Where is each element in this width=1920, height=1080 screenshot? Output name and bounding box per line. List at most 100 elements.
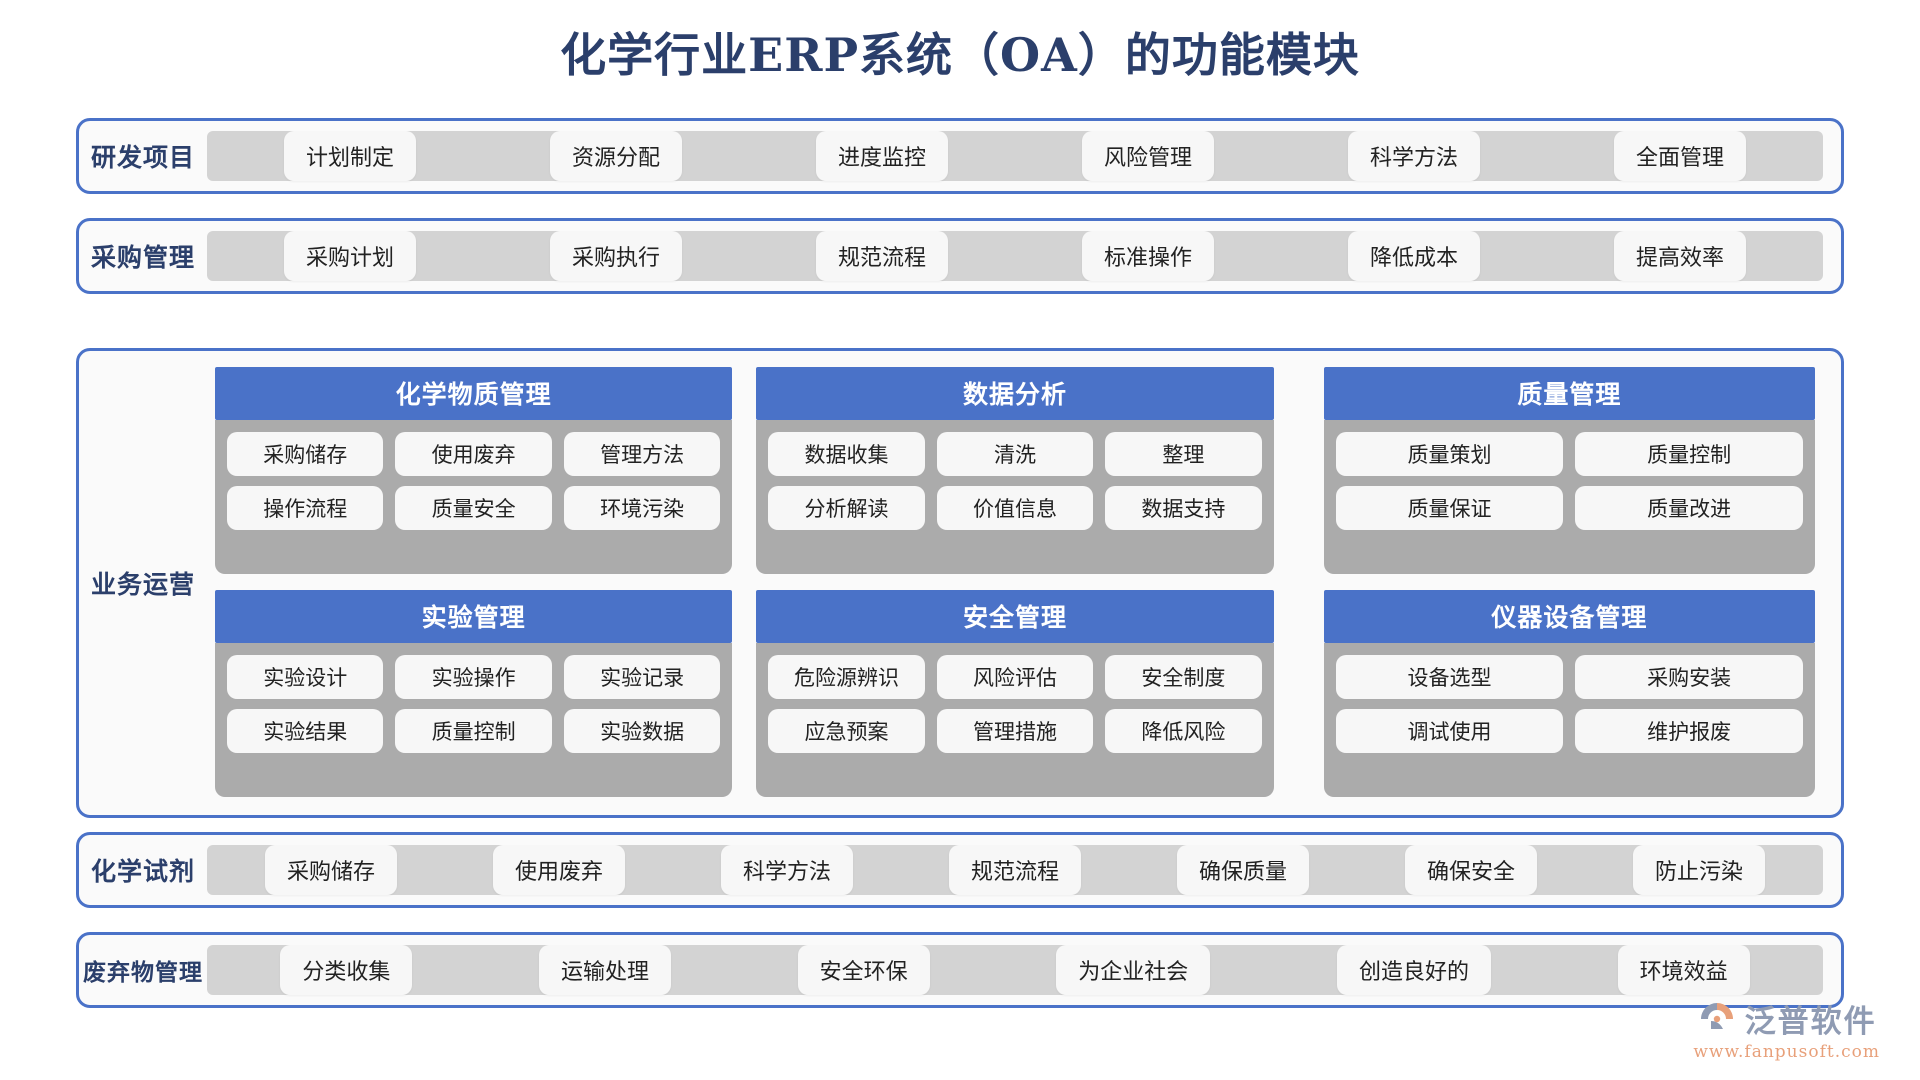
chip-item[interactable]: 采购执行	[549, 231, 682, 281]
card-row: 质量保证 质量改进	[1335, 486, 1803, 530]
card-chip[interactable]: 质量控制	[1575, 432, 1803, 476]
operations-card-grid: 化学物质管理 采购储存 使用废弃 管理方法 操作流程 质量安全 环境污染 数据分…	[207, 351, 1841, 815]
band-business-operations: 业务运营 化学物质管理 采购储存 使用废弃 管理方法 操作流程 质量安全 环境污…	[76, 348, 1844, 818]
card-chip[interactable]: 风险评估	[936, 655, 1094, 699]
band-strip-waste-management: 分类收集 运输处理 安全环保 为企业社会 创造良好的 环境效益	[207, 945, 1823, 995]
card-chip[interactable]: 管理方法	[563, 432, 721, 476]
logo-top-row: 泛普软件	[1697, 996, 1877, 1041]
card-chip[interactable]: 实验记录	[563, 655, 721, 699]
card-safety-management: 安全管理 危险源辨识 风险评估 安全制度 应急预案 管理措施 降低风险	[756, 590, 1274, 797]
chip-item[interactable]: 环境效益	[1617, 945, 1750, 995]
card-body: 采购储存 使用废弃 管理方法 操作流程 质量安全 环境污染	[215, 420, 733, 574]
fanpu-logo-icon	[1697, 999, 1737, 1039]
card-body: 危险源辨识 风险评估 安全制度 应急预案 管理措施 降低风险	[756, 643, 1274, 797]
card-chip[interactable]: 管理措施	[936, 709, 1094, 753]
band-procurement: 采购管理 采购计划 采购执行 规范流程 标准操作 降低成本 提高效率	[76, 218, 1844, 294]
card-chip[interactable]: 环境污染	[563, 486, 721, 530]
card-chip[interactable]: 危险源辨识	[768, 655, 925, 699]
card-experiment-management: 实验管理 实验设计 实验操作 实验记录 实验结果 质量控制 实验数据	[215, 590, 733, 797]
card-body: 数据收集 清洗 整理 分析解读 价值信息 数据支持	[756, 420, 1274, 574]
chip-item[interactable]: 创造良好的	[1336, 945, 1491, 995]
card-title: 安全管理	[756, 590, 1274, 643]
chip-item[interactable]: 标准操作	[1081, 231, 1214, 281]
band-strip-chemical-reagent: 采购储存 使用废弃 科学方法 规范流程 确保质量 确保安全 防止污染	[207, 845, 1823, 895]
card-row: 质量策划 质量控制	[1335, 432, 1803, 476]
card-title: 质量管理	[1323, 367, 1815, 420]
chip-item[interactable]: 降低成本	[1347, 231, 1480, 281]
logo-url: www.fanpusoft.com	[1693, 1042, 1880, 1062]
chip-item[interactable]: 风险管理	[1081, 131, 1214, 181]
chip-item[interactable]: 提高效率	[1613, 231, 1746, 281]
card-chip[interactable]: 价值信息	[936, 486, 1094, 530]
card-chip[interactable]: 实验设计	[227, 655, 384, 699]
chip-item[interactable]: 采购计划	[283, 231, 416, 281]
band-strip-rnd-project: 计划制定 资源分配 进度监控 风险管理 科学方法 全面管理	[207, 131, 1823, 181]
chip-item[interactable]: 为企业社会	[1056, 945, 1211, 995]
chip-item[interactable]: 规范流程	[948, 845, 1081, 895]
card-row: 实验设计 实验操作 实验记录	[227, 655, 721, 699]
chip-item[interactable]: 采购储存	[264, 845, 397, 895]
band-label-business-operations: 业务运营	[90, 570, 195, 599]
chip-item[interactable]: 科学方法	[720, 845, 853, 895]
chip-item[interactable]: 防止污染	[1632, 845, 1765, 895]
card-chip[interactable]: 质量安全	[395, 486, 552, 530]
chip-item[interactable]: 计划制定	[283, 131, 416, 181]
card-chip[interactable]: 实验数据	[563, 709, 721, 753]
chip-item[interactable]: 确保质量	[1176, 845, 1309, 895]
card-quality-management: 质量管理 质量策划 质量控制 质量保证 质量改进	[1323, 367, 1815, 574]
chip-item[interactable]: 进度监控	[815, 131, 948, 181]
card-chip[interactable]: 采购储存	[227, 432, 384, 476]
chip-item[interactable]: 确保安全	[1404, 845, 1537, 895]
chip-item[interactable]: 科学方法	[1347, 131, 1480, 181]
band-label-chemical-reagent: 化学试剂	[90, 857, 195, 886]
chip-item[interactable]: 资源分配	[549, 131, 682, 181]
card-chip[interactable]: 降低风险	[1105, 709, 1262, 753]
card-title: 数据分析	[756, 367, 1274, 420]
card-title: 仪器设备管理	[1323, 590, 1815, 643]
card-row: 调试使用 维护报废	[1335, 709, 1803, 753]
band-rnd-project: 研发项目 计划制定 资源分配 进度监控 风险管理 科学方法 全面管理	[76, 118, 1844, 194]
band-label-rnd-project: 研发项目	[90, 143, 195, 172]
chip-item[interactable]: 使用废弃	[492, 845, 625, 895]
card-chip[interactable]: 调试使用	[1335, 709, 1564, 753]
card-chip[interactable]: 实验操作	[395, 655, 552, 699]
chip-item[interactable]: 运输处理	[538, 945, 671, 995]
card-chip[interactable]: 质量策划	[1335, 432, 1564, 476]
band-chemical-reagent: 化学试剂 采购储存 使用废弃 科学方法 规范流程 确保质量 确保安全 防止污染	[76, 832, 1844, 908]
card-row: 危险源辨识 风险评估 安全制度	[768, 655, 1262, 699]
chip-item[interactable]: 安全环保	[797, 945, 930, 995]
card-chip[interactable]: 质量改进	[1575, 486, 1803, 530]
card-row: 操作流程 质量安全 环境污染	[227, 486, 721, 530]
card-chip[interactable]: 维护报废	[1575, 709, 1803, 753]
card-chip[interactable]: 安全制度	[1105, 655, 1262, 699]
card-chip[interactable]: 使用废弃	[395, 432, 552, 476]
card-row: 应急预案 管理措施 降低风险	[768, 709, 1262, 753]
card-chip[interactable]: 整理	[1105, 432, 1262, 476]
card-chip[interactable]: 清洗	[936, 432, 1094, 476]
card-chip[interactable]: 实验结果	[227, 709, 384, 753]
card-body: 实验设计 实验操作 实验记录 实验结果 质量控制 实验数据	[215, 643, 733, 797]
card-chip[interactable]: 采购安装	[1575, 655, 1803, 699]
chip-item[interactable]: 规范流程	[815, 231, 948, 281]
band-waste-management: 废弃物管理 分类收集 运输处理 安全环保 为企业社会 创造良好的 环境效益	[76, 932, 1844, 1008]
card-chip[interactable]: 质量保证	[1335, 486, 1564, 530]
chip-item[interactable]: 全面管理	[1613, 131, 1746, 181]
card-body: 质量策划 质量控制 质量保证 质量改进	[1323, 420, 1815, 574]
card-chip[interactable]: 设备选型	[1335, 655, 1564, 699]
band-label-waste-management: 废弃物管理	[83, 959, 203, 986]
card-title: 实验管理	[215, 590, 733, 643]
card-body: 设备选型 采购安装 调试使用 维护报废	[1323, 643, 1815, 797]
card-chip[interactable]: 应急预案	[768, 709, 925, 753]
card-data-analysis: 数据分析 数据收集 清洗 整理 分析解读 价值信息 数据支持	[756, 367, 1274, 574]
card-chip[interactable]: 分析解读	[768, 486, 925, 530]
chip-item[interactable]: 分类收集	[280, 945, 413, 995]
card-chip[interactable]: 质量控制	[395, 709, 552, 753]
page-title: 化学行业ERP系统（OA）的功能模块	[560, 28, 1360, 82]
card-chip[interactable]: 操作流程	[227, 486, 384, 530]
card-chemical-substance-management: 化学物质管理 采购储存 使用废弃 管理方法 操作流程 质量安全 环境污染	[215, 367, 733, 574]
card-chip[interactable]: 数据收集	[768, 432, 925, 476]
card-chip[interactable]: 数据支持	[1105, 486, 1262, 530]
card-row: 设备选型 采购安装	[1335, 655, 1803, 699]
card-row: 数据收集 清洗 整理	[768, 432, 1262, 476]
card-row: 采购储存 使用废弃 管理方法	[227, 432, 721, 476]
